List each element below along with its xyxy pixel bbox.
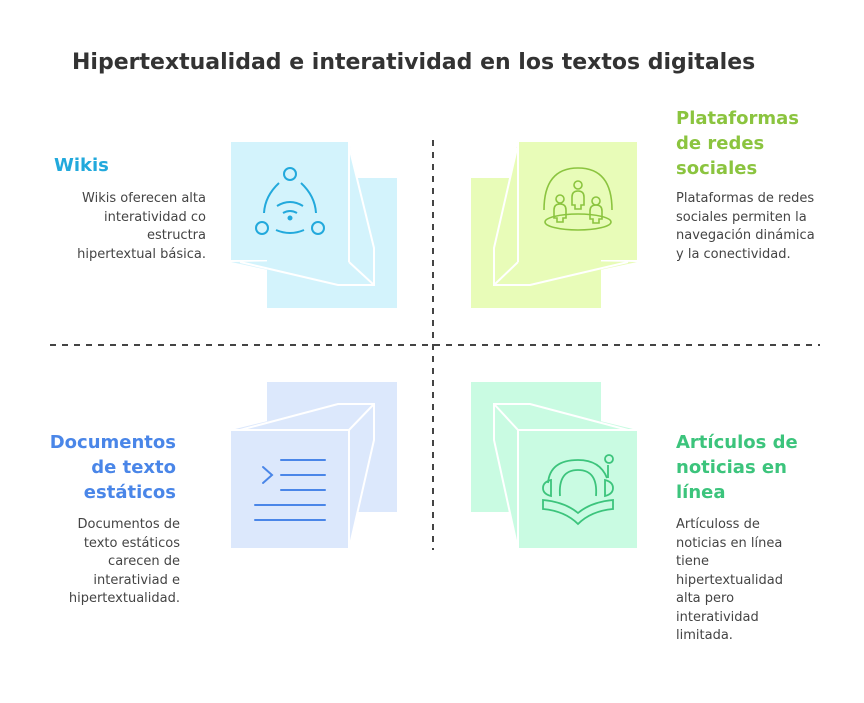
static-docs-cube: [231, 382, 397, 548]
social-cube: [471, 142, 637, 308]
wikis-heading: Wikis: [54, 155, 109, 176]
text-lines-icon: [254, 459, 326, 521]
headset-book-icon: [542, 454, 614, 526]
news-cube: [471, 382, 637, 548]
people-dome-icon: [543, 167, 613, 231]
wikis-cube: [231, 142, 397, 308]
network-wifi-icon: [255, 167, 325, 235]
page-title: Hipertextualidad e interatividad en los …: [72, 50, 756, 75]
